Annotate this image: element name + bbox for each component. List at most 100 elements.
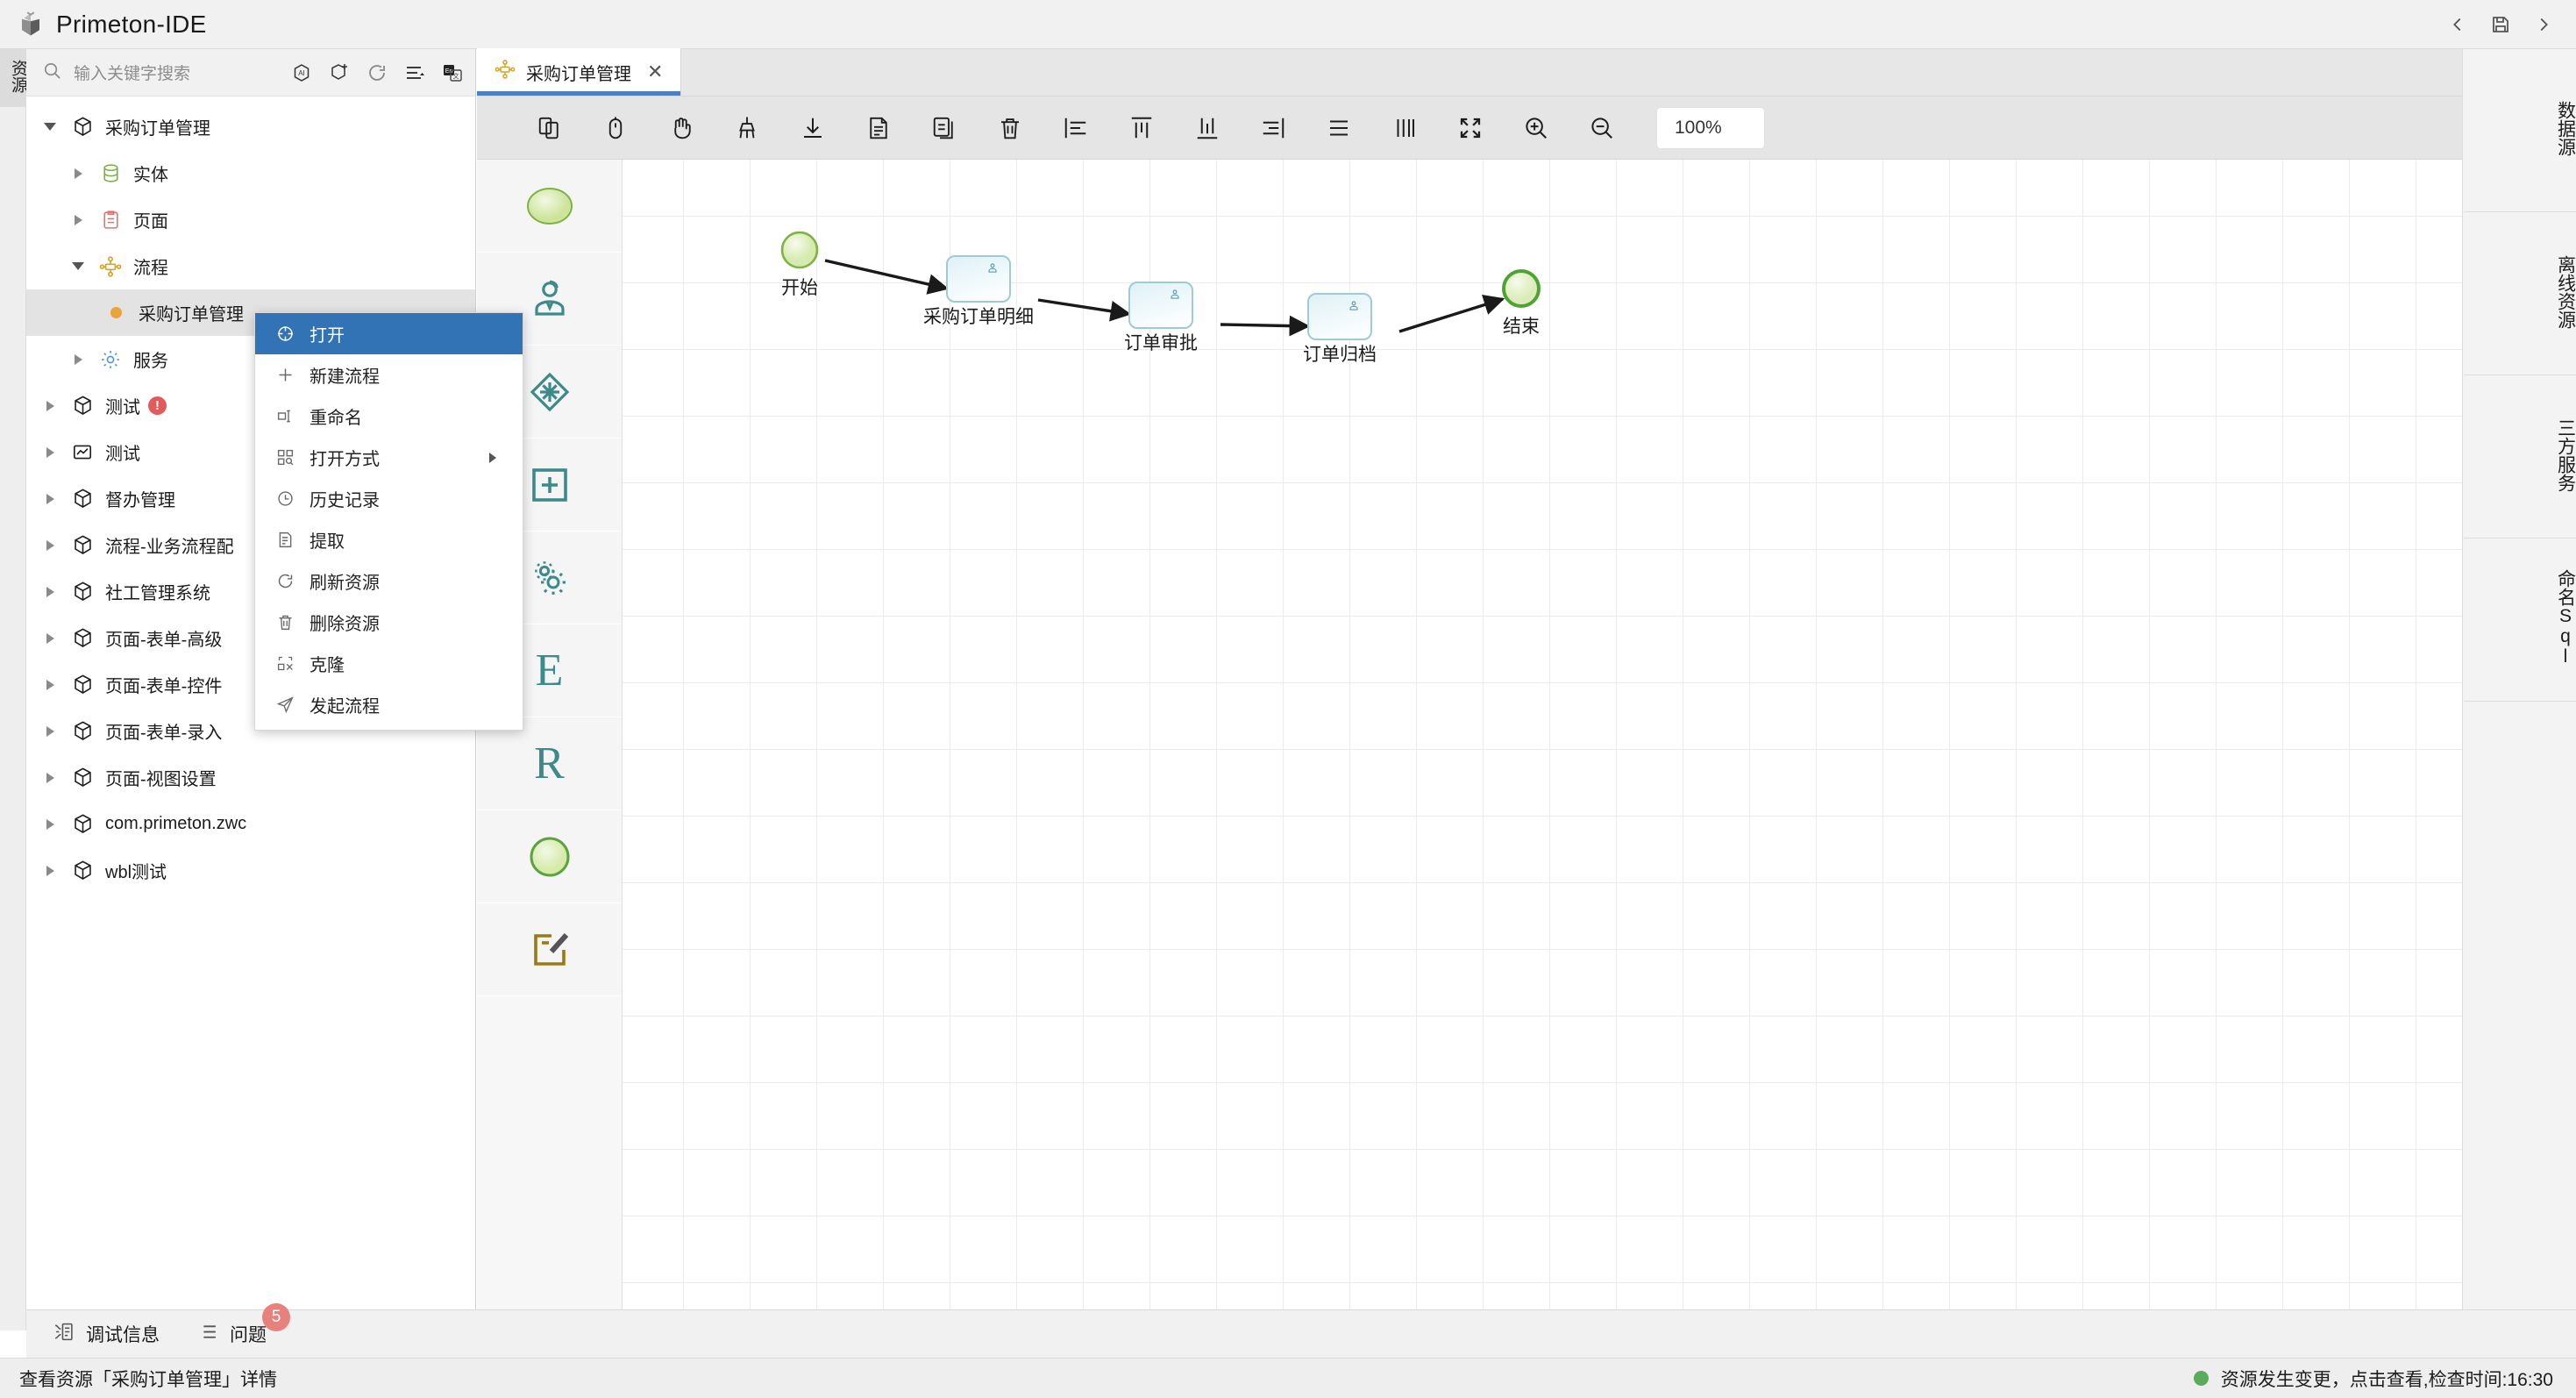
context-menu-item-open-with[interactable]: 打开方式	[255, 437, 523, 478]
align-left-icon[interactable]	[1059, 111, 1092, 145]
palette-r-element[interactable]: R	[477, 717, 622, 810]
tree-item-8[interactable]: 督办管理	[26, 475, 475, 522]
package-icon	[65, 533, 100, 557]
context-menu-label: 刷新资源	[310, 574, 380, 593]
palette-user-task[interactable]	[477, 253, 622, 346]
status-right[interactable]: 资源发生变更，点击查看,检查时间:16:30	[2193, 1366, 2553, 1392]
tree-item-2[interactable]: 页面	[26, 196, 475, 243]
search-input[interactable]: 输入关键字搜索	[42, 61, 291, 85]
right-tab-third-party-service[interactable]: 三方服务	[2463, 375, 2576, 539]
process-canvas[interactable]: 开始 采购订单明细 订单审批 订单归档 结束	[623, 160, 2462, 1330]
edge-task2-to-task3	[1220, 315, 1311, 337]
close-icon[interactable]: ✕	[647, 61, 664, 82]
bottom-tab-debug-info[interactable]: 调试信息	[53, 1321, 160, 1348]
copy-paste-icon[interactable]	[533, 111, 566, 145]
duplicate-icon[interactable]	[928, 111, 961, 145]
chevron-right-icon[interactable]	[35, 586, 65, 597]
tree-item-10[interactable]: 社工管理系统	[26, 568, 475, 615]
save-icon[interactable]	[2490, 14, 2511, 35]
download-icon[interactable]	[796, 111, 829, 145]
chevron-right-icon[interactable]	[35, 493, 65, 504]
broom-clean-icon[interactable]	[730, 111, 764, 145]
tree-item-label: 页面	[133, 212, 168, 232]
tree-item-7[interactable]: 测试	[26, 429, 475, 475]
right-tab-offline-resource[interactable]: 离线资源	[2463, 212, 2576, 375]
node-end-event	[1502, 269, 1541, 308]
right-tab-named-sql[interactable]: 命名Sql	[2463, 539, 2576, 702]
bottom-tab-problems[interactable]: 问题 5	[196, 1302, 290, 1348]
chevron-right-icon[interactable]	[35, 865, 65, 876]
bottom-tab-label: 调试信息	[86, 1325, 160, 1345]
chevron-left-icon[interactable]	[2448, 15, 2467, 34]
tree-item-15[interactable]: com.primeton.zwc	[26, 801, 475, 847]
chevron-right-icon[interactable]	[35, 400, 65, 411]
refresh-icon[interactable]	[366, 62, 388, 83]
right-tab-datasource[interactable]: 数据源	[2463, 49, 2576, 212]
tree-item-label: 测试	[105, 398, 140, 417]
search-icon	[42, 61, 62, 85]
translate-icon[interactable]: En 文	[442, 62, 463, 83]
collapse-all-icon[interactable]	[404, 62, 425, 83]
process-flow-icon	[495, 59, 516, 85]
new-package-icon[interactable]	[329, 62, 350, 83]
context-menu-item-history[interactable]: 历史记录	[255, 478, 523, 519]
align-right-icon[interactable]	[1256, 111, 1290, 145]
trash-icon[interactable]	[993, 111, 1027, 145]
palette-annotation[interactable]	[477, 903, 622, 996]
tree-item-13[interactable]: 页面-表单-录入	[26, 708, 475, 754]
chevron-down-icon[interactable]	[63, 262, 93, 270]
context-menu-item-rename[interactable]: 重命名	[255, 396, 523, 437]
context-menu-item-start-process[interactable]: 发起流程	[255, 684, 523, 725]
tree-item-16[interactable]: wbl测试	[26, 847, 475, 894]
tree-item-9[interactable]: 流程-业务流程配	[26, 522, 475, 568]
tab-process-editor[interactable]: 采购订单管理 ✕	[477, 48, 682, 96]
context-menu-item-clone[interactable]: 克隆	[255, 643, 523, 684]
palette-start-event[interactable]	[477, 160, 622, 253]
distribute-horizontal-icon[interactable]	[1322, 111, 1356, 145]
chevron-right-icon[interactable]	[63, 353, 93, 365]
zoom-level-input[interactable]: 100%	[1656, 106, 1765, 149]
trash-icon	[273, 613, 298, 631]
align-bottom-icon[interactable]	[1191, 111, 1224, 145]
distribute-vertical-icon[interactable]	[1388, 111, 1421, 145]
chevron-right-icon[interactable]	[35, 818, 65, 830]
fullscreen-icon[interactable]	[1454, 111, 1487, 145]
tree-item-1[interactable]: 实体	[26, 150, 475, 196]
zoom-in-icon[interactable]	[1519, 111, 1553, 145]
context-menu-item-open[interactable]: 打开	[255, 313, 523, 354]
editor-tab-bar: 采购订单管理 ✕	[477, 48, 2462, 96]
process-flow-icon	[93, 255, 128, 278]
chevron-right-icon[interactable]	[35, 539, 65, 551]
palette-end-event[interactable]	[477, 810, 622, 903]
document-icon[interactable]	[862, 111, 895, 145]
tree-item-11[interactable]: 页面-表单-高级	[26, 615, 475, 661]
zoom-out-icon[interactable]	[1585, 111, 1619, 145]
chevron-right-icon[interactable]	[35, 679, 65, 690]
chevron-right-icon[interactable]	[63, 168, 93, 179]
rail-tab-resources[interactable]: 资源	[0, 49, 27, 107]
context-menu-item-extract[interactable]: 提取	[255, 519, 523, 560]
chevron-right-icon[interactable]	[35, 632, 65, 644]
tree-item-3[interactable]: 流程	[26, 243, 475, 289]
chevron-right-icon[interactable]	[35, 725, 65, 737]
context-menu-item-delete[interactable]: 删除资源	[255, 602, 523, 643]
chevron-right-icon[interactable]	[2534, 15, 2553, 34]
align-top-icon[interactable]	[1125, 111, 1158, 145]
edge-task1-to-task2	[1037, 298, 1132, 322]
tree-item-0[interactable]: 采购订单管理	[26, 103, 475, 150]
hand-pan-icon[interactable]	[665, 111, 698, 145]
svg-text:AI: AI	[298, 69, 305, 77]
ai-assistant-icon[interactable]: AI	[291, 62, 312, 83]
editor-area: 采购订单管理 ✕	[477, 48, 2462, 1330]
chevron-down-icon[interactable]	[35, 123, 65, 131]
chevron-right-icon[interactable]	[63, 214, 93, 225]
tree-item-12[interactable]: 页面-表单-控件	[26, 661, 475, 708]
mouse-pointer-icon[interactable]	[599, 111, 632, 145]
tree-item-14[interactable]: 页面-视图设置	[26, 754, 475, 801]
chevron-right-icon[interactable]	[35, 772, 65, 783]
tree-item-6[interactable]: 测试 !	[26, 382, 475, 429]
chevron-right-icon[interactable]	[35, 446, 65, 458]
context-menu-item-new-process[interactable]: 新建流程	[255, 354, 523, 396]
tree-item-5[interactable]: 服务	[26, 336, 475, 382]
context-menu-item-refresh[interactable]: 刷新资源	[255, 560, 523, 602]
